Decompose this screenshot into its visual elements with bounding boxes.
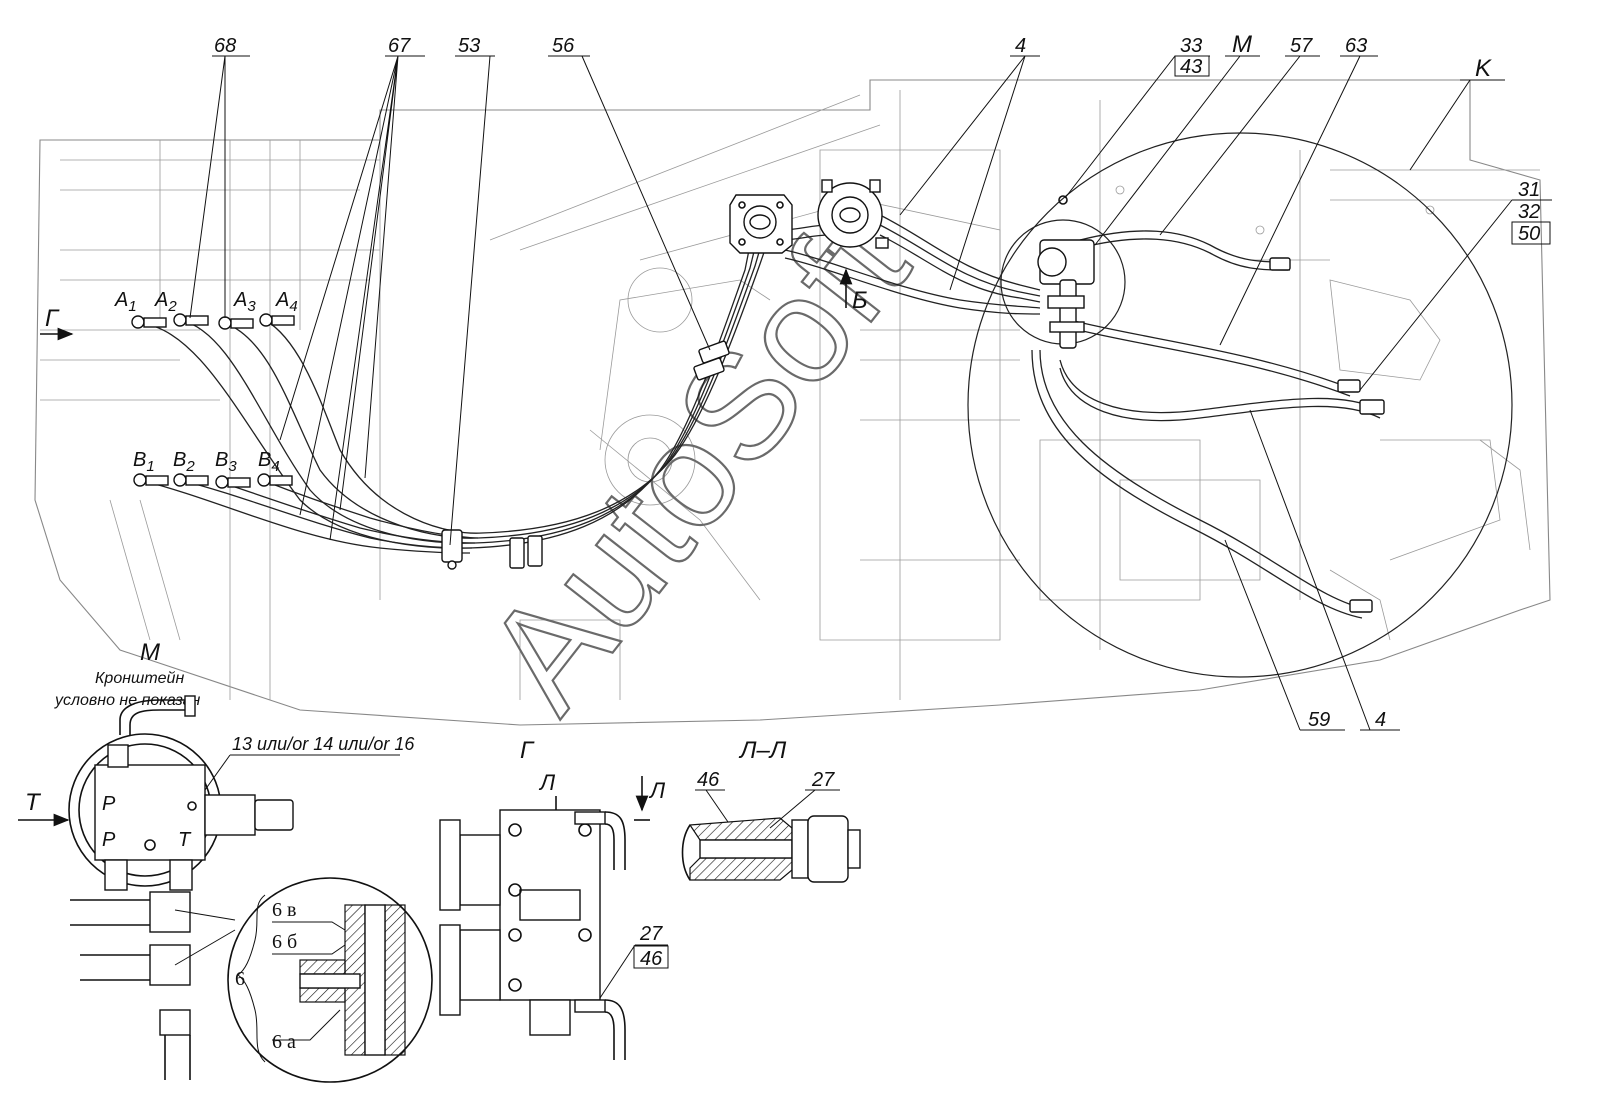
hose-clamps — [441, 340, 730, 570]
detail-6a-label: 6 а — [272, 1031, 296, 1053]
section-ll-callout-46: 46 — [697, 769, 720, 791]
callout-4-top: 4 — [1015, 35, 1026, 57]
view-g: Г Л Л 27 46 — [439, 737, 669, 1060]
view-arrow-g: Г — [40, 305, 74, 341]
callout-32: 32 — [1518, 201, 1540, 223]
callout-m: М — [1232, 31, 1252, 58]
detail-6b-label: 6 б — [272, 931, 297, 953]
callout-67: 67 — [388, 35, 411, 57]
callout-k: K — [1475, 55, 1492, 82]
leader-lines — [189, 55, 1552, 731]
background-machine-outline — [34, 79, 1551, 726]
view-m-title: М — [140, 639, 160, 666]
callout-63: 63 — [1345, 35, 1367, 57]
port-t: T — [178, 829, 192, 851]
section-mark-l-2: Л — [648, 778, 666, 803]
detail-6: 6 6 в 6 б 6 а — [227, 877, 433, 1083]
port-p-top: P — [102, 793, 116, 815]
port-a1: A1 — [114, 289, 137, 315]
callout-59: 59 — [1308, 709, 1330, 731]
port-b1: B1 — [133, 449, 155, 475]
view-g-callout-27: 27 — [639, 923, 663, 945]
port-a4: A4 — [275, 289, 298, 315]
port-labels: A1 A2 A3 A4 B1 B2 B3 B4 — [114, 289, 298, 475]
callout-56: 56 — [552, 35, 575, 57]
callout-57: 57 — [1290, 35, 1313, 57]
view-m: М Кронштейн условно не показан P P T T 1… — [18, 639, 415, 1080]
view-g-title: Г — [520, 737, 535, 764]
valve-block-left — [729, 194, 793, 254]
watermark-text: AutoSoft — [453, 183, 940, 740]
view-arrow-b: Б — [839, 268, 868, 314]
callout-13-14-16: 13 или/or 14 или/or 16 — [232, 734, 415, 754]
svg-text:Г: Г — [45, 305, 60, 332]
section-mark-l-1: Л — [538, 770, 556, 795]
callout-4-bottom: 4 — [1375, 709, 1386, 731]
callout-50: 50 — [1518, 223, 1540, 245]
distributor-block-m — [1037, 195, 1095, 349]
t-arrow-label: T — [25, 789, 42, 816]
section-ll-title: Л–Л — [738, 737, 787, 764]
port-fittings — [131, 257, 1385, 613]
port-b4: B4 — [258, 449, 280, 475]
view-m-note-1: Кронштейн — [95, 670, 184, 687]
callout-33: 33 — [1180, 35, 1202, 57]
svg-text:Б: Б — [852, 287, 868, 314]
callout-31: 31 — [1518, 179, 1540, 201]
section-l-l: Л–Л 46 27 — [681, 737, 861, 883]
port-b3: B3 — [215, 449, 237, 475]
callout-53: 53 — [458, 35, 480, 57]
port-p-bottom: P — [102, 829, 116, 851]
port-b2: B2 — [173, 449, 195, 475]
callout-68: 68 — [214, 35, 236, 57]
view-m-note-2: условно не показан — [54, 692, 201, 709]
callout-43: 43 — [1180, 56, 1202, 78]
section-ll-callout-27: 27 — [811, 769, 835, 791]
port-a2: A2 — [154, 289, 177, 315]
detail-6v-label: 6 в — [272, 899, 296, 921]
valve-block-right — [817, 179, 889, 249]
view-g-callout-46: 46 — [640, 948, 663, 970]
detail-6-label: 6 — [235, 968, 245, 990]
hose-bundle — [139, 214, 1381, 619]
port-a3: A3 — [233, 289, 256, 315]
